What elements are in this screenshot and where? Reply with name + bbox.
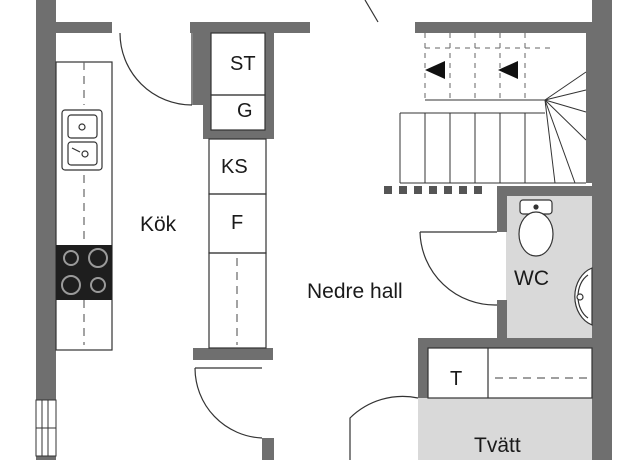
double-sink-icon [61, 109, 103, 171]
laundry-door-swing [349, 395, 419, 460]
wc-top-wall [498, 186, 592, 196]
kitchen-partition-lower [193, 348, 273, 360]
washbasin-icon [574, 267, 593, 326]
stove-icon [56, 245, 112, 300]
kitchen-partition [193, 33, 203, 105]
cabinet-column [208, 32, 267, 349]
doors [119, 0, 498, 460]
staircase [399, 33, 587, 184]
stair-direction-arrow-icon [425, 61, 518, 79]
wc-left-wall-bottom [497, 300, 507, 348]
wc-bottom-wall [418, 338, 592, 348]
window-icon [35, 399, 57, 457]
lower-door-swing [194, 367, 263, 439]
stair-nosing [384, 186, 482, 194]
cabinet-wall-right [265, 33, 274, 139]
top-wall-mid [190, 22, 310, 33]
cabinet-wall-top [203, 33, 211, 133]
wc-left-wall-top [497, 186, 507, 232]
laundry-counter [427, 347, 593, 399]
toilet-icon [518, 199, 554, 257]
stair-right-wall [586, 33, 592, 183]
left-outer-wall [36, 0, 56, 400]
entry-door-swing [364, 0, 379, 23]
top-wall-right [415, 22, 592, 33]
laundry-floor [418, 398, 592, 460]
wc-floor [506, 195, 592, 338]
right-outer-wall [592, 0, 612, 460]
top-wall-left [56, 22, 112, 33]
kitchen-partition-bottom [262, 438, 274, 460]
walls [36, 0, 612, 460]
laundry-left-wall [418, 338, 428, 398]
kitchen-door-swing [119, 32, 193, 106]
kitchen-counter [55, 61, 113, 351]
wc-door-swing [419, 231, 498, 306]
cabinet-ledge [203, 130, 273, 139]
